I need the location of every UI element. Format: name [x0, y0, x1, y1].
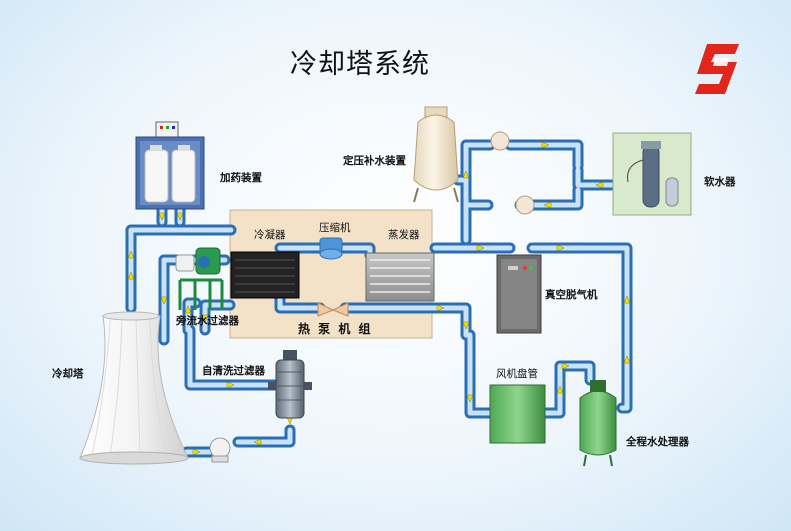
label-self-cleaning-filter: 自清洗过滤器	[202, 365, 265, 377]
company-logo-icon	[695, 44, 739, 94]
vacuum-degasser-icon	[496, 254, 542, 334]
flow-arrow-icon	[561, 362, 570, 370]
flow-arrow-icon	[226, 381, 235, 389]
self-cleaning-filter-icon	[268, 350, 312, 419]
label-compressor: 压缩机	[319, 222, 351, 234]
makeup-pump-top-icon	[490, 131, 510, 151]
flow-arrows	[127, 141, 631, 456]
page-title: 冷却塔系统	[290, 49, 430, 80]
flow-arrow-icon	[541, 141, 550, 149]
full-process-treater-icon	[579, 380, 617, 467]
circulation-pump-icon	[209, 437, 231, 463]
pressure-makeup-tank-icon	[413, 106, 459, 203]
label-bypass-filter: 旁流水过滤器	[176, 315, 239, 327]
label-vacuum-degasser: 真空脱气机	[545, 289, 598, 301]
flow-arrow-icon	[176, 212, 184, 221]
flow-arrow-icon	[192, 448, 201, 456]
compressor-icon	[319, 237, 343, 260]
flow-arrow-icon	[623, 355, 631, 364]
label-evaporator: 蒸发器	[388, 229, 420, 241]
label-condenser: 冷凝器	[254, 229, 286, 241]
condenser-icon	[230, 251, 300, 299]
flow-arrow-icon	[466, 394, 474, 403]
flow-arrow-icon	[127, 271, 135, 280]
flow-arrow-icon	[184, 305, 192, 314]
flow-arrow-icon	[436, 304, 445, 312]
label-fan-coil: 风机盘管	[496, 368, 538, 380]
flow-arrow-icon	[253, 438, 262, 446]
flow-arrow-icon	[595, 181, 604, 189]
fan-coil-icon	[489, 384, 546, 444]
label-softener: 软水器	[704, 176, 736, 188]
flow-arrow-icon	[158, 212, 166, 221]
flow-arrow-icon	[462, 170, 470, 179]
dosing-device-icon	[135, 121, 205, 210]
flow-arrow-icon	[127, 250, 135, 259]
label-heat-pump-unit: 热 泵 机 组	[298, 322, 373, 336]
flow-arrow-icon	[476, 244, 485, 252]
cooling-tower-icon	[79, 311, 189, 465]
flow-arrow-icon	[201, 314, 209, 323]
label-dosing-device: 加药装置	[220, 172, 262, 184]
bypass-filter-icon	[175, 247, 224, 310]
water-softener-icon	[612, 132, 692, 216]
label-pressure-makeup: 定压补水装置	[343, 155, 406, 167]
flow-arrow-icon	[623, 295, 631, 304]
evaporator-icon	[365, 252, 435, 302]
label-cooling-tower: 冷却塔	[52, 368, 84, 380]
flow-arrow-icon	[556, 385, 564, 394]
label-full-process-treater: 全程水处理器	[626, 436, 689, 448]
makeup-pump-bottom-icon	[515, 195, 535, 215]
flow-arrow-icon	[160, 296, 168, 305]
flow-arrow-icon	[462, 321, 470, 330]
expansion-valve-icon	[317, 302, 349, 317]
flow-arrow-icon	[556, 244, 565, 252]
flow-arrow-icon	[543, 201, 552, 209]
